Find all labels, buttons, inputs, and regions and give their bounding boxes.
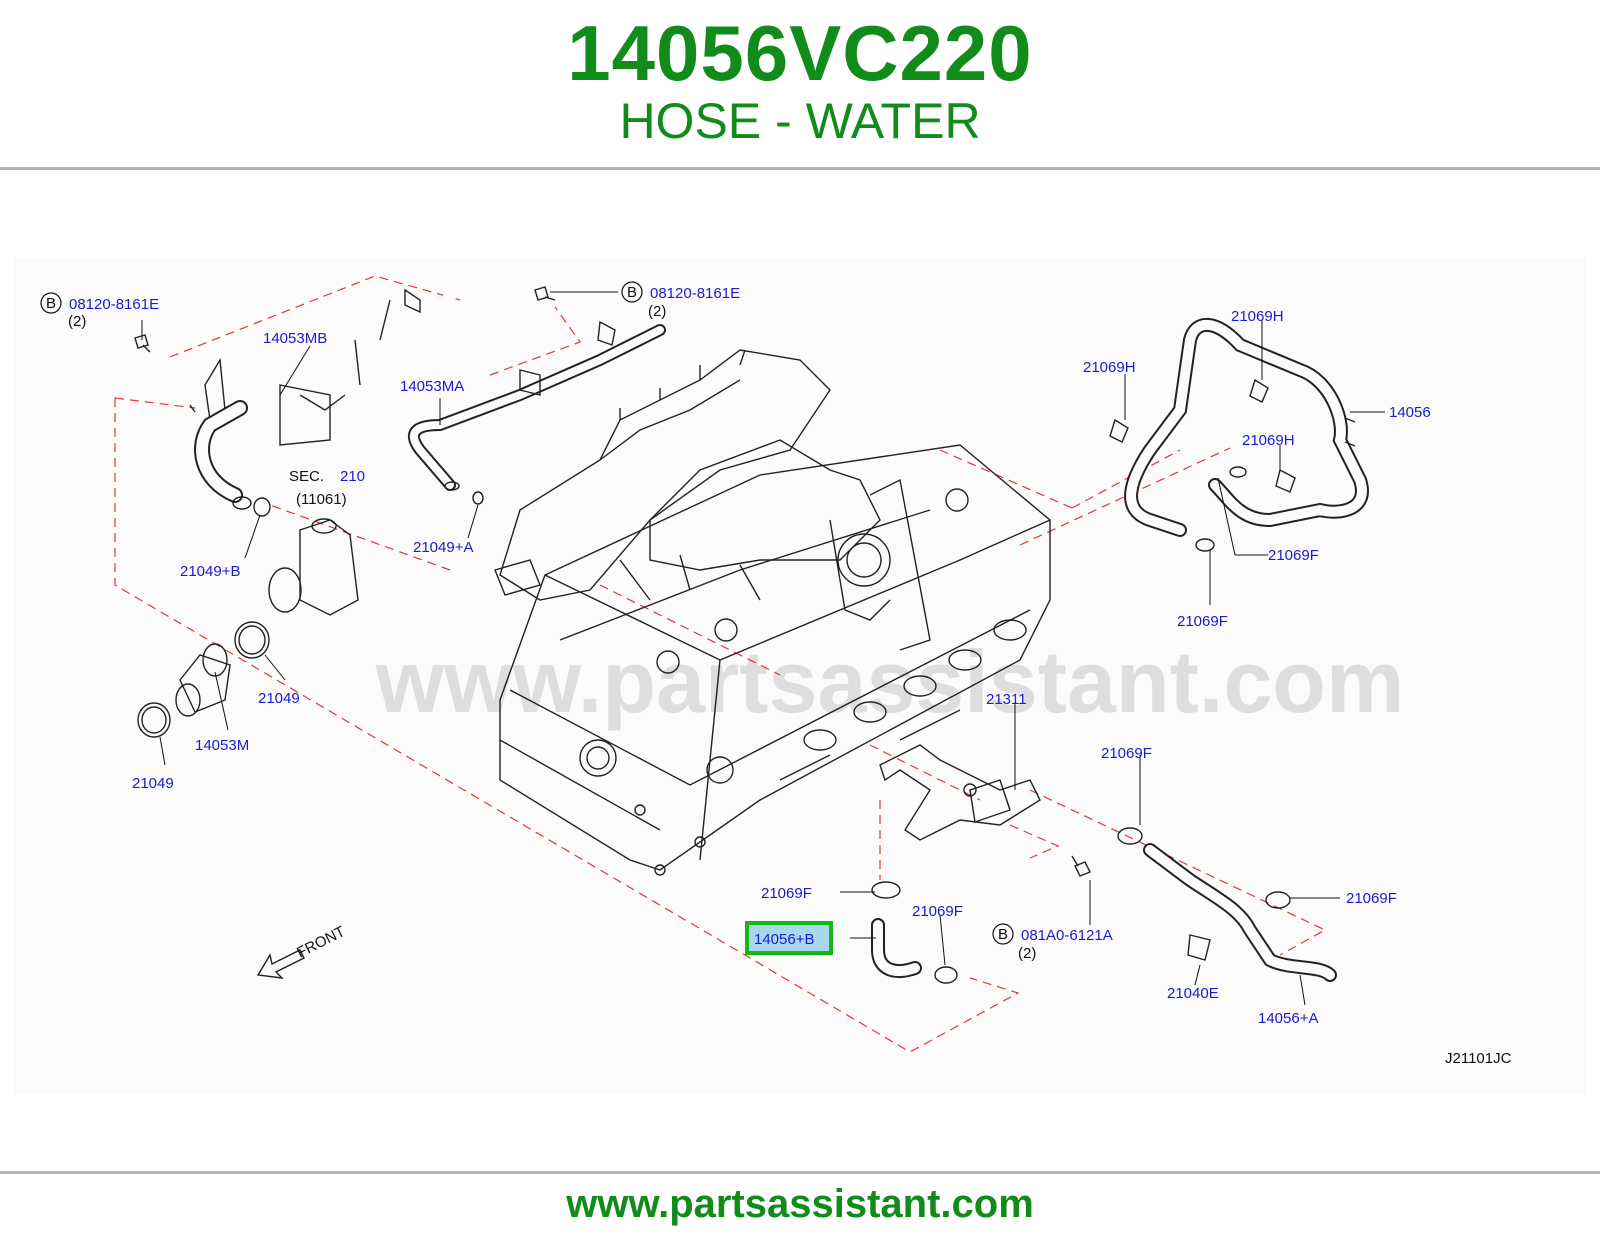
part-labels: 08120-8161E (2) 08120-8161E (2) 14053MB … xyxy=(68,285,1512,1067)
heater-hose-14056 xyxy=(1109,317,1369,552)
label-21069f-lower[interactable]: 21069F xyxy=(1177,613,1228,630)
bolt-marker-low xyxy=(992,923,1014,945)
label-21069f-right[interactable]: 21069F xyxy=(1268,547,1319,564)
label-21049b[interactable]: 21049+B xyxy=(180,563,240,580)
label-14056[interactable]: 14056 xyxy=(1389,404,1431,421)
label-21069h-top[interactable]: 21069H xyxy=(1231,308,1284,325)
label-21069f-far-right[interactable]: 21069F xyxy=(1346,890,1397,907)
leader-lines xyxy=(141,291,1385,1006)
label-21049-lower[interactable]: 21049 xyxy=(132,775,174,792)
bolt-callouts: B B B xyxy=(40,281,1014,945)
label-21069f-bottom[interactable]: 21069F xyxy=(912,903,963,920)
drawing-code: J21101JC xyxy=(1445,1050,1512,1067)
water-tube-14053ma xyxy=(408,320,666,505)
footer-divider xyxy=(0,1171,1600,1174)
header-divider xyxy=(0,167,1600,170)
sec-number-link[interactable]: 210 xyxy=(340,468,365,485)
part-name-subtitle: HOSE - WATER xyxy=(619,93,981,149)
label-bolt-low-code[interactable]: 081A0-6121A xyxy=(1021,927,1113,944)
bolt-icons xyxy=(134,286,1091,877)
bolt-marker-low-text: B xyxy=(998,926,1008,943)
bolt-marker-mid-text: B xyxy=(627,284,637,301)
front-arrow-indicator: FRONT xyxy=(256,923,348,979)
assembly-dashed-outlines xyxy=(114,275,1327,1053)
label-14053m[interactable]: 14053M xyxy=(195,737,249,754)
bolt-marker-left-text: B xyxy=(46,295,56,312)
label-bolt-low-qty: (2) xyxy=(1018,945,1036,962)
sec-label: SEC. xyxy=(289,468,324,485)
label-14053ma[interactable]: 14053MA xyxy=(400,378,464,395)
label-21049-upper[interactable]: 21049 xyxy=(258,690,300,707)
label-21069h-right[interactable]: 21069H xyxy=(1242,432,1295,449)
label-21069f-bottom-left[interactable]: 21069F xyxy=(761,885,812,902)
bracket-21311 xyxy=(879,744,1041,841)
water-outlet-parts xyxy=(137,497,359,738)
front-label: FRONT xyxy=(294,923,348,962)
footer-website-link[interactable]: www.partsassistant.com xyxy=(566,1182,1034,1226)
label-14056b-highlighted[interactable]: 14056+B xyxy=(754,931,814,948)
label-14053mb[interactable]: 14053MB xyxy=(263,330,327,347)
page-header: 14056VC220 HOSE - WATER xyxy=(0,0,1600,168)
watermark-text: www.partsassistant.com xyxy=(375,632,1405,731)
highlight-box xyxy=(745,921,833,955)
label-bolt-left-code[interactable]: 08120-8161E xyxy=(69,296,159,313)
label-14056a[interactable]: 14056+A xyxy=(1258,1010,1318,1027)
label-21069f-mid[interactable]: 21069F xyxy=(1101,745,1152,762)
part-number-title: 14056VC220 xyxy=(567,9,1033,97)
engine-cylinder-head xyxy=(499,444,1051,876)
label-21049a[interactable]: 21049+A xyxy=(413,539,473,556)
bolt-marker-left xyxy=(40,292,62,314)
bolt-marker-mid xyxy=(621,281,643,303)
label-21069h-left[interactable]: 21069H xyxy=(1083,359,1136,376)
label-bolt-left-qty: (2) xyxy=(68,313,86,330)
sec-ref: (11061) xyxy=(296,491,347,508)
intake-manifold xyxy=(494,349,931,651)
label-21311[interactable]: 21311 xyxy=(986,691,1027,708)
label-bolt-mid-code[interactable]: 08120-8161E xyxy=(650,285,740,302)
label-21040e[interactable]: 21040E xyxy=(1167,985,1219,1002)
hose-14056b xyxy=(871,881,958,984)
hose-14056a xyxy=(1117,827,1337,982)
water-pipe-14053mb xyxy=(189,285,465,510)
label-bolt-mid-qty: (2) xyxy=(648,303,666,320)
